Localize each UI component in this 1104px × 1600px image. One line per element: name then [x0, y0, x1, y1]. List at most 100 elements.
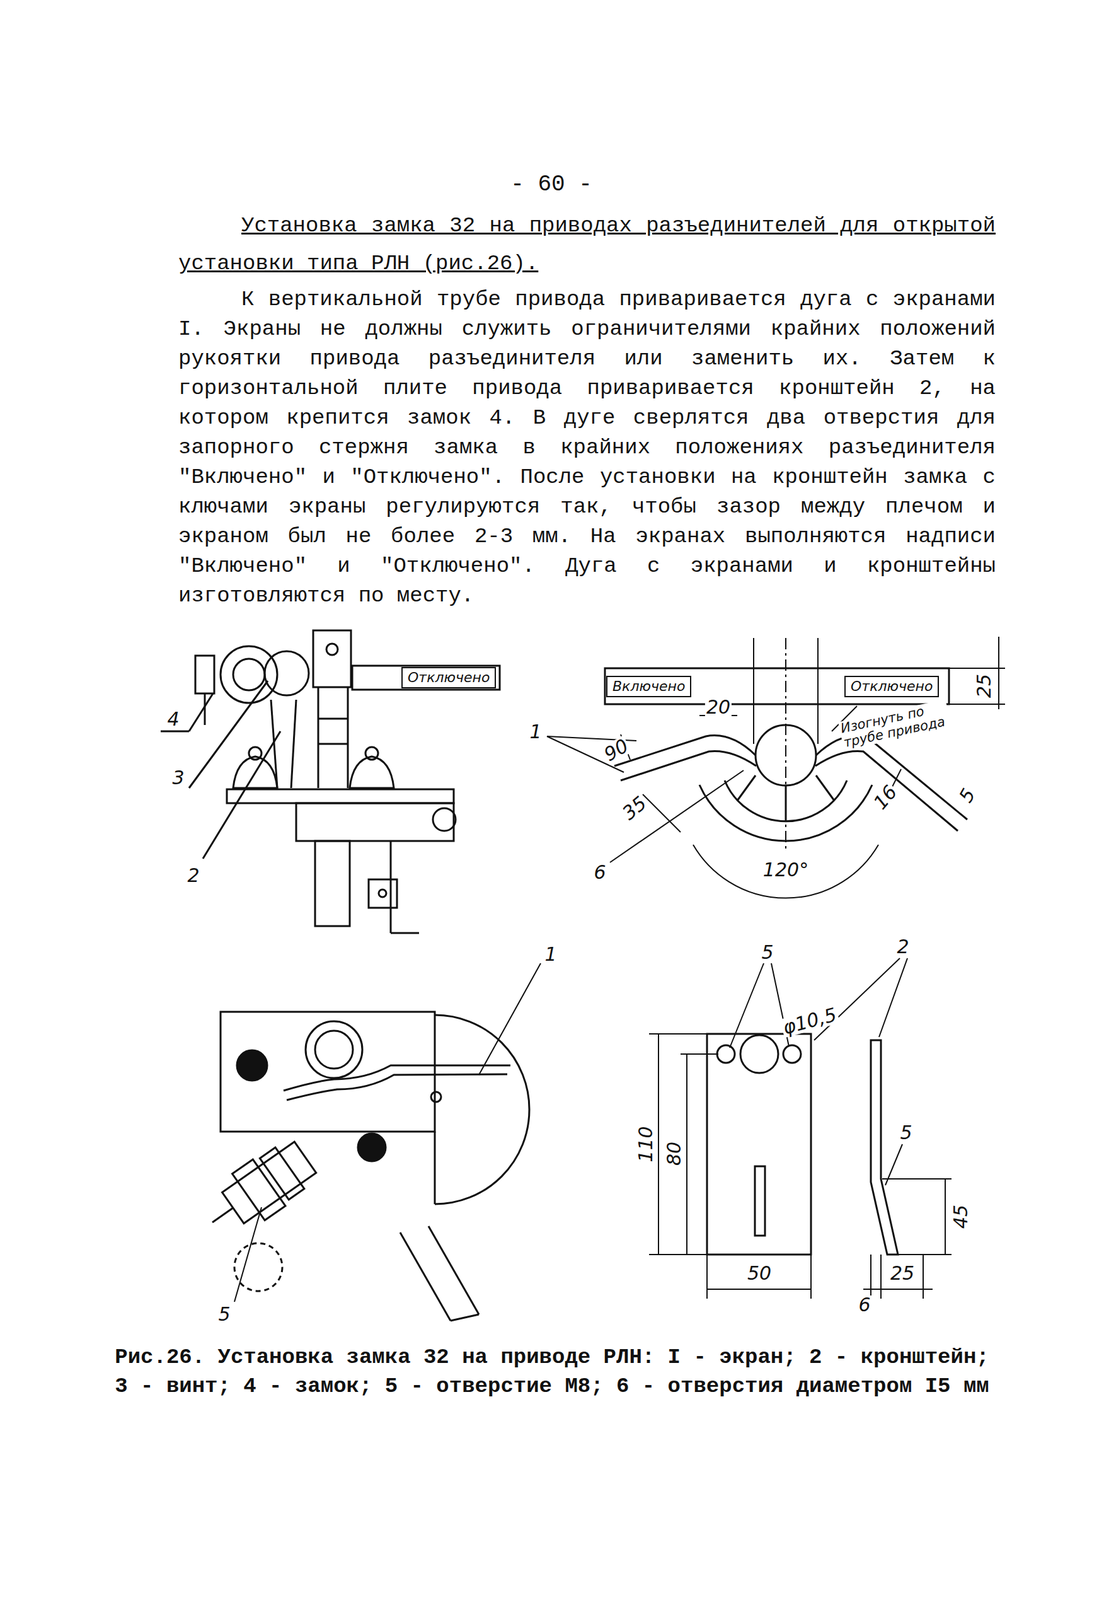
callout-number: 2: [895, 937, 910, 956]
drawing-rect: [220, 1011, 435, 1132]
drawing-path: [434, 1014, 530, 1204]
drawing-line: [948, 703, 1006, 705]
drawing-line: [922, 1253, 924, 1299]
drawing-line: [944, 1178, 946, 1254]
callout-number: 1: [528, 722, 543, 742]
dimension: 45: [951, 1202, 971, 1230]
drawing-line: [202, 730, 281, 859]
drawing-rect: [352, 665, 500, 690]
drawing-rect: [604, 667, 949, 704]
drawing-line: [390, 840, 392, 933]
dimension: 120°: [761, 860, 810, 880]
drawing-circle: [234, 1242, 283, 1291]
drawing-line: [870, 1253, 872, 1299]
drawing-g: [195, 1133, 322, 1246]
drawing-circle: [326, 643, 338, 655]
drawing-line: [897, 1253, 952, 1255]
section-heading: Установка замка 32 на приводах разъедини…: [178, 206, 996, 283]
drawing-path: [724, 780, 847, 822]
drawing-rect: [707, 1033, 811, 1254]
callout-number: 1: [543, 944, 558, 964]
drawing-line: [400, 1231, 451, 1321]
drawing-path: [815, 750, 958, 831]
drawing-line: [948, 667, 1006, 669]
drawing-line: [649, 1253, 708, 1255]
drawing-rect: [315, 840, 350, 926]
drawing-line: [810, 1253, 812, 1299]
dimension: 50: [746, 1263, 773, 1283]
drawing-circle: [248, 746, 262, 760]
screen-label-box: Включено: [606, 675, 692, 697]
drawing-circle: [357, 1132, 386, 1161]
drawing-path: [349, 756, 394, 788]
drawing-circle: [432, 807, 456, 831]
callout-number: 2: [185, 865, 201, 885]
drawing-line: [347, 686, 350, 788]
drawing-circle: [740, 1034, 779, 1073]
drawing-path: [283, 1064, 511, 1091]
drawing-line: [234, 1206, 262, 1302]
drawing-path: [699, 784, 873, 841]
dimension: φ10,5: [779, 1004, 840, 1038]
dimension: 16: [869, 780, 902, 814]
drawing-line: [450, 1313, 479, 1321]
drawing-rect: [313, 630, 351, 687]
drawing-line: [882, 1177, 952, 1179]
drawing-line: [291, 699, 297, 788]
screen-inscription: Включено: [612, 678, 685, 694]
drawing-line: [390, 931, 420, 934]
drawing-line: [863, 1288, 933, 1290]
dimension: 25: [889, 1263, 916, 1283]
drawing-circle: [783, 1044, 801, 1063]
drawing-circle: [236, 1049, 268, 1081]
callout-number: 5: [759, 942, 775, 962]
drawing-path: [286, 1073, 508, 1100]
drawing-rect: [195, 655, 215, 694]
drawing-line: [737, 775, 756, 801]
drawing-line: [785, 785, 788, 822]
drawing-line: [879, 957, 908, 1037]
drawing-line: [880, 1253, 882, 1299]
callout-number: 5: [955, 784, 980, 807]
figure-caption: Рис.26. Установка замка 32 на приводе РЛ…: [104, 1342, 1000, 1401]
bracket-drawing: [649, 957, 952, 1299]
drawing-line: [189, 693, 213, 731]
callout-number: 3: [170, 768, 186, 788]
drawing-line: [707, 1288, 811, 1290]
callout-number: 5: [898, 1122, 914, 1142]
dimension: 110: [636, 1124, 656, 1163]
drive-side-view: [160, 630, 500, 933]
drawing-rect: [368, 879, 397, 908]
drawing-circle: [755, 724, 817, 786]
dimension: 25: [974, 672, 994, 699]
drawing-circle: [305, 1020, 363, 1078]
drive-top-view: [195, 962, 541, 1321]
drawing-rect: [222, 1141, 317, 1223]
screen-label-box: Отключено: [844, 675, 939, 697]
drawing-line: [817, 637, 819, 744]
drawing-path: [816, 735, 968, 820]
drawing-line: [998, 636, 1000, 709]
drawing-circle: [378, 889, 387, 897]
drawing-rect: [296, 802, 454, 841]
screen-inscription: Отключено: [407, 669, 490, 685]
drawing-line: [706, 1253, 708, 1299]
drawing-line: [478, 962, 541, 1075]
drawing-rect: [259, 1146, 304, 1200]
drawing-line: [785, 637, 787, 851]
body-paragraph: К вертикальной трубе привода приваривает…: [178, 284, 996, 611]
drawing-circle: [220, 645, 278, 703]
drawing-circle: [365, 746, 379, 760]
drawing-line: [609, 770, 744, 863]
drawing-path: [870, 1039, 898, 1254]
drawing-circle: [717, 1044, 735, 1063]
drawing-line: [317, 686, 320, 788]
drawing-path: [614, 735, 756, 766]
drawing-path: [693, 844, 879, 898]
drawing-line: [649, 1032, 708, 1035]
drawing-line: [318, 717, 348, 720]
drawing-line: [885, 1143, 903, 1185]
dimension: 20: [705, 697, 732, 717]
drawing-rect: [232, 1158, 286, 1220]
